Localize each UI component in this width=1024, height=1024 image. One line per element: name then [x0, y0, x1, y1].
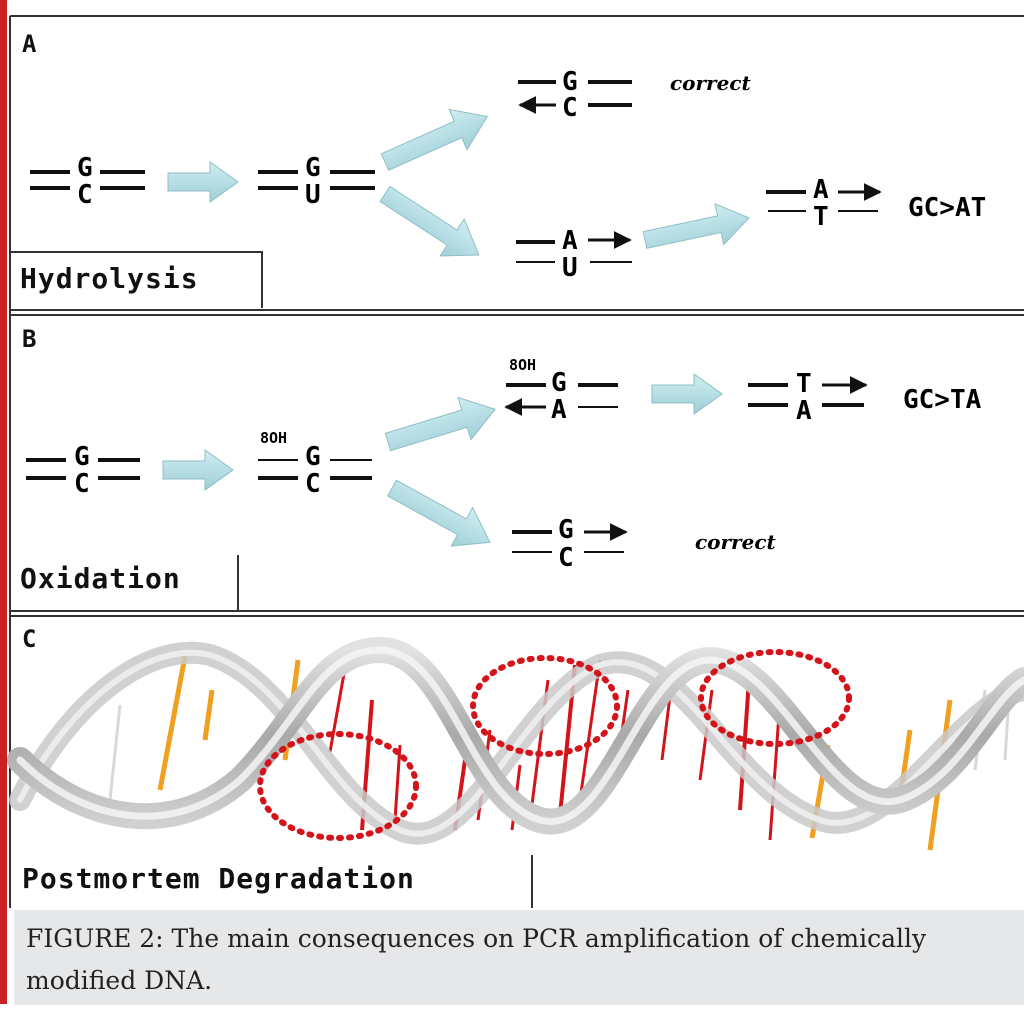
base-pair-a-damaged: G U: [258, 153, 375, 210]
b-damaged-top-base: G: [305, 442, 321, 472]
b-correct-label: correct: [695, 530, 776, 554]
figure-caption: FIGURE 2: The main consequences on PCR a…: [26, 924, 927, 995]
b-result-top-base: T: [796, 369, 812, 399]
b-mutant-prefix: 8OH: [509, 356, 536, 374]
base-pair-b-damaged: 8OH G C: [258, 429, 372, 499]
a-correct-label: correct: [670, 71, 751, 95]
base-pair-b-start: G C: [26, 442, 140, 499]
b-correct-top-base: G: [558, 515, 574, 545]
dna-helix: [7, 636, 1024, 851]
panel-a-letter: A: [22, 30, 37, 58]
figure-caption-box: FIGURE 2: The main consequences on PCR a…: [14, 910, 1024, 1005]
arrow-a-3: [640, 196, 754, 261]
arrow-b-up: [381, 387, 503, 464]
panel-c-title: Postmortem Degradation: [22, 862, 415, 895]
base-pair-a-correct: G C correct: [518, 67, 751, 123]
damage-circle-2: [470, 655, 620, 757]
arrow-b-down: [380, 468, 502, 563]
b-damaged-prefix: 8OH: [260, 429, 287, 447]
damage-circle-1: [257, 731, 419, 841]
a-mutant-top-base: A: [562, 226, 578, 256]
arrow-a-up: [375, 95, 497, 183]
b-result-label: GC>TA: [903, 385, 982, 415]
a-correct-top-base: G: [562, 67, 578, 97]
b-start-bottom-base: C: [74, 469, 90, 499]
a-start-top-base: G: [77, 153, 93, 183]
b-result-bottom-base: A: [796, 396, 812, 426]
arrow-a-down: [372, 175, 492, 274]
accent-bar: [0, 0, 7, 1004]
b-start-top-base: G: [74, 442, 90, 472]
a-mutant-bottom-base: U: [562, 253, 578, 283]
hydrolysis-label-box: [10, 251, 263, 308]
a-correct-bottom-base: C: [562, 93, 578, 123]
arrow-a-1: [167, 161, 239, 203]
damage-markers: [257, 649, 852, 841]
base-pair-b-result: T A GC>TA: [748, 369, 982, 426]
a-damaged-top-base: G: [305, 153, 321, 183]
panel-b-letter: B: [22, 325, 37, 353]
panel-b-title: Oxidation: [20, 562, 181, 595]
base-pair-a-start: G C: [30, 153, 145, 210]
base-pair-a-mutant: A U: [516, 226, 632, 283]
panel-a-title: Hydrolysis: [20, 262, 199, 295]
damage-circle-3: [698, 649, 852, 747]
panel-c-letter: C: [22, 625, 37, 653]
a-start-bottom-base: C: [77, 180, 93, 210]
b-damaged-bottom-base: C: [305, 469, 321, 499]
panel-a-diagram: G C G U G C correct: [30, 67, 986, 283]
base-pair-a-result: A T GC>AT: [766, 175, 986, 232]
base-pair-b-mutant: 8OH G A: [504, 356, 618, 425]
a-result-bottom-base: T: [813, 202, 829, 232]
arrow-b-2: [651, 373, 723, 415]
b-mutant-top-base: G: [551, 368, 567, 398]
a-damaged-bottom-base: U: [305, 180, 321, 210]
a-result-label: GC>AT: [908, 193, 986, 223]
b-mutant-bottom-base: A: [551, 395, 567, 425]
arrow-b-1: [162, 449, 234, 491]
b-correct-bottom-base: C: [558, 543, 574, 573]
base-pair-b-correct: G C correct: [512, 515, 776, 573]
panel-b-diagram: G C 8OH G C 8OH G A: [26, 356, 982, 573]
a-result-top-base: A: [813, 175, 829, 205]
